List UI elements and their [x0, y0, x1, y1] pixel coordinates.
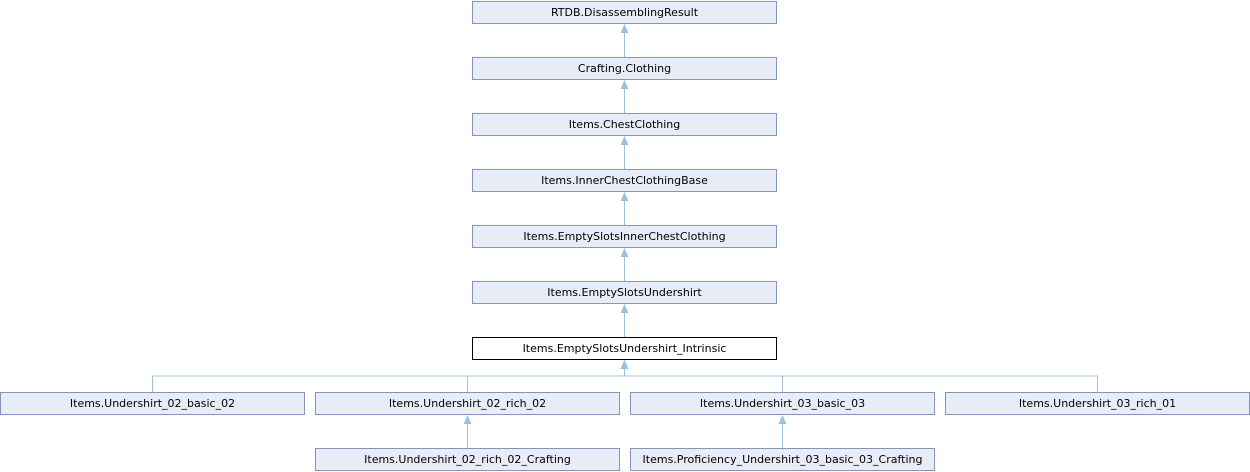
- node-items-empty-slots-inner-chest-clothing[interactable]: Items.EmptySlotsInnerChestClothing: [472, 225, 777, 248]
- edge-n_u02_rich_craft-to-n_u02_rich: [463, 415, 472, 448]
- edge-arrowhead: [620, 248, 629, 257]
- edge-arrowhead: [620, 80, 629, 89]
- edge-arrowhead: [463, 415, 472, 424]
- edge-n_chest-to-n_crafting: [620, 80, 629, 113]
- node-items-inner-chest-clothing-base[interactable]: Items.InnerChestClothingBase: [472, 169, 777, 192]
- edge-n_empty_under-to-n_empty_inner: [620, 248, 629, 281]
- node-items-chest-clothing[interactable]: Items.ChestClothing: [472, 113, 777, 136]
- edge-arrowhead: [620, 304, 629, 313]
- node-items-proficiency-undershirt-03-basic-03-crafting[interactable]: Items.Proficiency_Undershirt_03_basic_03…: [630, 448, 935, 471]
- node-items-undershirt-03-rich-01[interactable]: Items.Undershirt_03_rich_01: [945, 392, 1250, 415]
- edge-n_u03_rich-to-n_intrinsic: [620, 360, 1098, 392]
- edge-n_prof-to-n_u03_basic: [778, 415, 787, 448]
- edge-arrowhead: [778, 415, 787, 424]
- node-rtdb-disassembling-result[interactable]: RTDB.DisassemblingResult: [472, 1, 777, 24]
- edge-n_u02_rich-to-n_intrinsic: [467, 360, 629, 392]
- edge-n_intrinsic-to-n_empty_under: [620, 304, 629, 337]
- node-items-undershirt-02-basic-02[interactable]: Items.Undershirt_02_basic_02: [0, 392, 305, 415]
- edge-arrowhead: [620, 360, 629, 369]
- node-items-undershirt-03-basic-03[interactable]: Items.Undershirt_03_basic_03: [630, 392, 935, 415]
- node-items-empty-slots-undershirt[interactable]: Items.EmptySlotsUndershirt: [472, 281, 777, 304]
- edge-arrowhead: [620, 24, 629, 33]
- edge-arrowhead: [620, 192, 629, 201]
- edge-arrowhead: [620, 136, 629, 145]
- node-items-undershirt-02-rich-02[interactable]: Items.Undershirt_02_rich_02: [315, 392, 620, 415]
- edge-n_empty_inner-to-n_inner: [620, 192, 629, 225]
- node-items-empty-slots-undershirt-intrinsic: Items.EmptySlotsUndershirt_Intrinsic: [472, 337, 777, 360]
- edge-n_inner-to-n_chest: [620, 136, 629, 169]
- node-items-undershirt-02-rich-02-crafting[interactable]: Items.Undershirt_02_rich_02_Crafting: [315, 448, 620, 471]
- edge-n_crafting-to-n_rtdb: [620, 24, 629, 57]
- node-crafting-clothing[interactable]: Crafting.Clothing: [472, 57, 777, 80]
